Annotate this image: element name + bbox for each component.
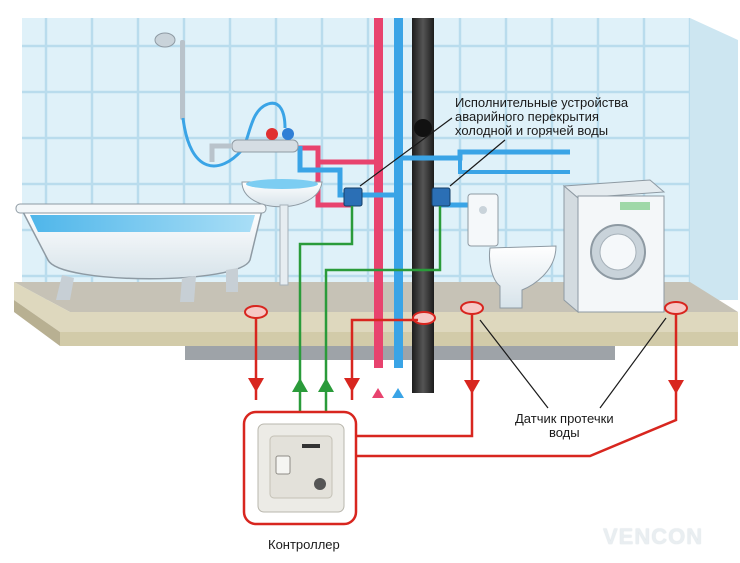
tub-foot-left	[56, 275, 74, 300]
signal-arrow-toilet	[464, 380, 480, 394]
floor-edge	[14, 300, 60, 346]
drain-riser	[412, 18, 434, 393]
control-line-cold-valve	[324, 206, 442, 412]
cold-shutoff-valve	[431, 187, 451, 207]
leak-sensor-toilet	[460, 301, 484, 315]
sensor-callout-line-2	[599, 317, 667, 409]
cold-inlet-arrow	[392, 388, 404, 398]
shower-hose	[181, 101, 287, 168]
sink-pedestal	[279, 204, 289, 286]
brand-watermark: VENCON	[603, 524, 704, 549]
drain-riser-fitting	[414, 119, 432, 137]
washer-display	[620, 202, 650, 210]
leak-sensor-label: Датчик протечки воды	[515, 412, 614, 440]
valves-label: Исполнительные устройства аварийного пер…	[455, 96, 628, 138]
control-arrow-2	[318, 378, 334, 392]
spout	[209, 143, 232, 162]
hot-branch-pipe	[315, 162, 352, 208]
signal-arrow-bath	[248, 378, 264, 392]
hot-tap-icon	[266, 128, 278, 140]
leak-sensor-bath	[244, 305, 268, 319]
tub-foot-right	[180, 276, 196, 302]
valves-label-line-1: Исполнительные устройства	[455, 95, 629, 110]
controller-switch	[275, 455, 291, 475]
cold-water-riser	[394, 18, 403, 368]
valves-callout-line-1	[359, 117, 453, 187]
bathtub-rim	[15, 203, 267, 214]
valves-label-line-3: холодной и горячей воды	[455, 123, 609, 138]
signal-line-washer	[356, 314, 678, 458]
hot-distribution-pipe	[288, 145, 378, 165]
controller-knob	[314, 478, 326, 490]
control-arrow-1	[292, 378, 308, 392]
controller-indicator	[302, 444, 320, 448]
tub-foot-back-right	[226, 268, 238, 292]
valves-callout-line-2	[449, 139, 506, 187]
signal-arrow-riser	[344, 378, 360, 392]
cold-to-washer-pipe	[458, 152, 570, 174]
leak-sensor-riser	[412, 311, 436, 325]
washer-side	[563, 184, 579, 314]
toilet-flush-button	[479, 206, 487, 214]
sink-water	[246, 179, 318, 189]
shower-head-icon	[154, 32, 176, 48]
signal-line-toilet	[356, 314, 474, 438]
signal-line-riser	[350, 318, 418, 400]
sensor-callout-line-1	[479, 319, 549, 409]
leak-sensor-label-line-1: Датчик протечки	[515, 411, 614, 426]
hot-inlet-arrow	[372, 388, 384, 398]
wall-side	[690, 18, 738, 300]
valves-label-line-2: аварийного перекрытия	[455, 109, 599, 124]
leak-sensor-washer	[664, 301, 688, 315]
cold-tap-icon	[282, 128, 294, 140]
control-line-hot-valve	[298, 206, 354, 412]
bathtub-water	[30, 215, 255, 232]
hot-shutoff-valve	[343, 187, 363, 207]
toilet-tank	[467, 193, 499, 247]
mixer-faucet	[231, 139, 299, 153]
leak-sensor-label-line-2: воды	[548, 425, 580, 440]
floor-front	[14, 282, 738, 332]
toilet-bowl	[489, 245, 557, 309]
shower-rail	[180, 40, 185, 120]
washer-door-glass	[599, 233, 637, 271]
controller-label: Контроллер	[268, 537, 340, 552]
signal-arrow-washer	[668, 380, 684, 394]
